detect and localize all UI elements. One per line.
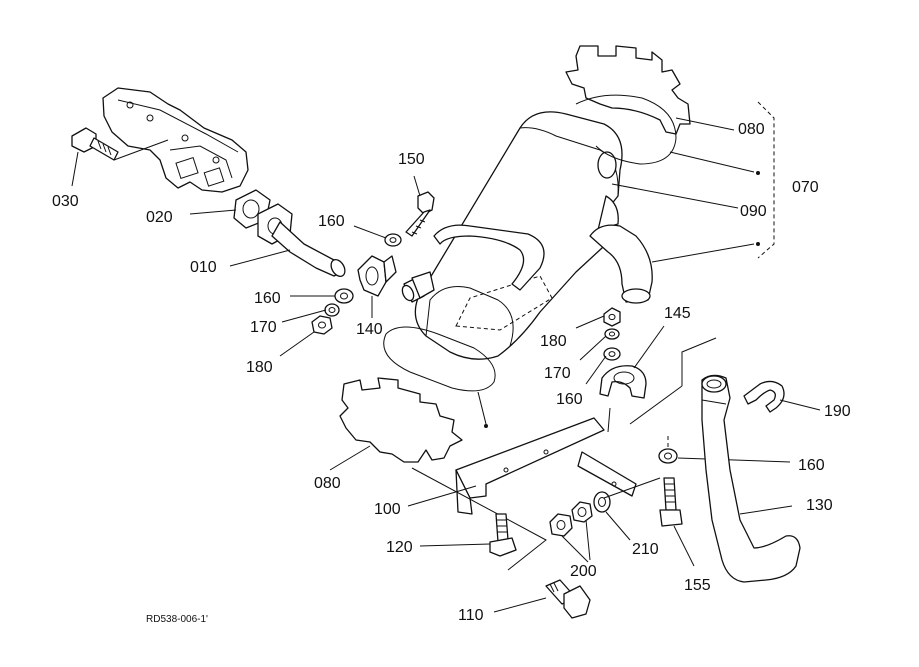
washer-160-upper: [384, 233, 402, 247]
drawing-reference-code: RD538-006-1': [146, 614, 208, 625]
bolt-030: [71, 127, 119, 161]
heat-cover-080-top: [565, 45, 691, 135]
callout-155: 155: [684, 577, 711, 594]
leader-120: [419, 543, 491, 547]
nut-180-left: [311, 315, 333, 335]
leader-030b: [113, 139, 169, 161]
leader-170-mid: [579, 335, 607, 361]
leader-180-left: [279, 331, 315, 357]
leader-190: [779, 399, 821, 411]
bracket-070: [757, 101, 775, 259]
callout-090: 090: [740, 203, 767, 220]
callout-080-top: 080: [738, 121, 765, 138]
muffler-tailpipe: [589, 195, 653, 304]
nut-200-b: [571, 501, 593, 523]
nut-180-mid: [603, 307, 621, 327]
callout-100: 100: [374, 501, 401, 518]
leader-110: [493, 597, 547, 613]
leader-160-right: [677, 457, 791, 463]
leader-145-guide: [629, 337, 717, 425]
callout-010: 010: [190, 259, 217, 276]
leader-200: [561, 519, 591, 563]
leader-145: [633, 325, 665, 369]
callout-070: 070: [792, 179, 819, 196]
callout-160-upper: 160: [318, 213, 345, 230]
u-bolt-190: [743, 380, 785, 413]
callout-030: 030: [52, 193, 79, 210]
callout-170-left: 170: [250, 319, 277, 336]
tail-pipe-130: [701, 374, 801, 583]
nut-200-a: [549, 513, 573, 537]
heat-cover-080-bottom: [339, 377, 463, 463]
leader-155: [673, 525, 695, 567]
bolt-150: [405, 191, 435, 237]
callout-180-mid: 180: [540, 333, 567, 350]
clamp-140: [357, 255, 397, 297]
washer-210: [593, 491, 611, 513]
leader-gasket-lower: [477, 391, 487, 425]
exhaust-pipe-010: [257, 203, 346, 278]
leader-090: [611, 183, 739, 209]
callout-130: 130: [806, 497, 833, 514]
washer-160-left: [334, 288, 354, 304]
callout-180-left: 180: [246, 359, 273, 376]
clamp-145: [599, 365, 647, 399]
leader-010: [229, 249, 291, 267]
callout-170-mid: 170: [544, 365, 571, 382]
leader-020: [189, 209, 237, 215]
leader-070b: [651, 243, 755, 263]
leader-080-bottom: [329, 445, 371, 471]
callout-080-bottom: 080: [314, 475, 341, 492]
leader-washer-line: [603, 477, 661, 499]
leader-210: [605, 511, 631, 541]
washer-160-mid: [603, 347, 621, 361]
band-gasket-lower: [383, 326, 496, 392]
lock-washer-170-mid: [604, 328, 620, 340]
leader-160-mid: [585, 355, 607, 385]
leader-070a: [669, 151, 755, 173]
callout-150: 150: [398, 151, 425, 168]
callout-210: 210: [632, 541, 659, 558]
exhaust-manifold: [102, 87, 249, 193]
callout-020: 020: [146, 209, 173, 226]
washer-160-right: [658, 448, 678, 464]
leader-080-top: [675, 117, 735, 131]
callout-145: 145: [664, 305, 691, 322]
bolt-110: [545, 579, 591, 619]
leader-030: [71, 151, 79, 187]
bracket-100: [455, 407, 637, 515]
callout-190: 190: [824, 403, 851, 420]
callout-labels: 030 020 010 150 160 160 170 140 180 080 …: [52, 121, 851, 625]
bolt-155: [659, 477, 683, 527]
leader-150: [413, 175, 421, 197]
leader-170-left: [281, 309, 327, 323]
lock-washer-170-left: [324, 303, 340, 317]
bolt-120: [489, 513, 517, 557]
leader-110-guide: [411, 467, 547, 571]
leader-180-mid: [575, 315, 605, 329]
callout-160-right: 160: [798, 457, 825, 474]
callout-160-mid: 160: [556, 391, 583, 408]
leader-130: [739, 505, 793, 515]
callout-110: 110: [458, 607, 484, 624]
leader-160-upper: [353, 225, 387, 239]
muffler-090: [401, 111, 623, 360]
band-gasket-070: [575, 94, 677, 165]
callout-200: 200: [570, 563, 597, 580]
callout-120: 120: [386, 539, 413, 556]
callout-160-left: 160: [254, 290, 281, 307]
callout-140: 140: [356, 321, 383, 338]
leader-100: [407, 485, 477, 507]
